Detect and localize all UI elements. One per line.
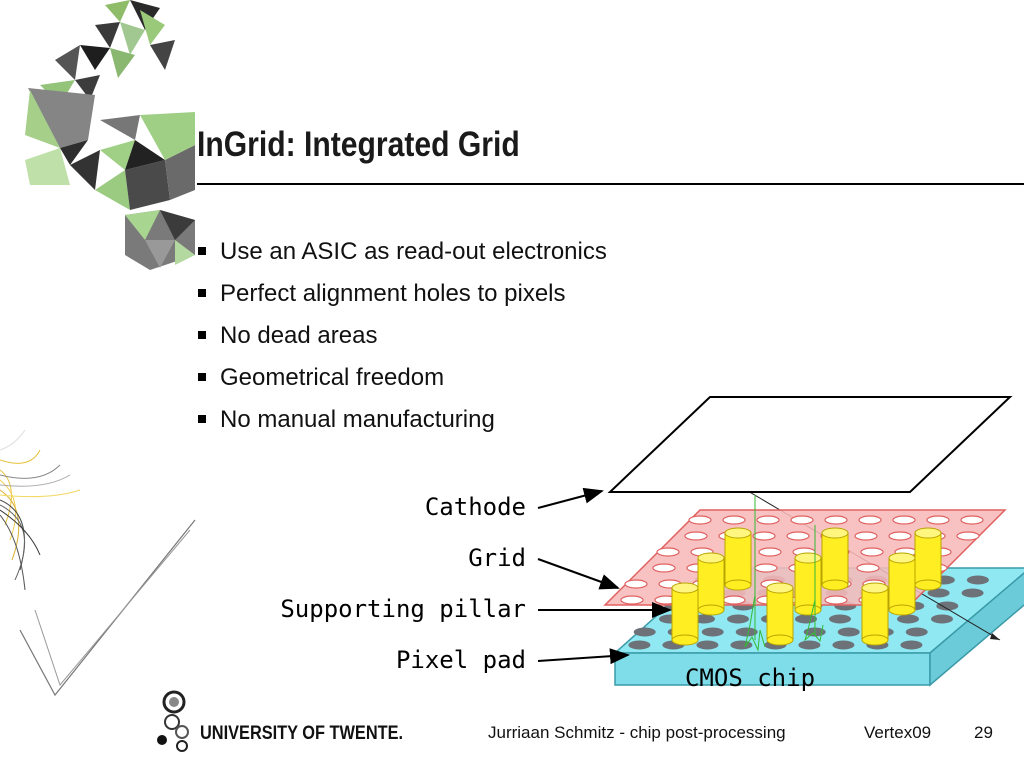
pillar xyxy=(724,527,752,591)
grid-hole xyxy=(926,515,950,525)
bullet-item: No dead areas xyxy=(198,320,607,362)
pixel-pad xyxy=(829,614,851,624)
bullet-text: Use an ASIC as read-out electronics xyxy=(220,238,607,265)
slide-title: InGrid: Integrated Grid xyxy=(197,125,520,164)
pixel-pad xyxy=(798,640,821,650)
grid-hole xyxy=(624,579,648,589)
pillar xyxy=(821,527,849,591)
bullet-square-icon xyxy=(198,414,206,423)
pillar xyxy=(914,527,942,591)
page-number: 29 xyxy=(974,723,993,742)
grid-hole xyxy=(786,531,810,541)
cathode-label: Cathode xyxy=(424,493,526,521)
grid-label: Grid xyxy=(468,544,526,572)
grid-hole xyxy=(888,531,912,541)
grid-hole xyxy=(688,515,712,525)
pixel-pad xyxy=(936,601,959,611)
bullet-square-icon xyxy=(198,288,206,297)
pillar xyxy=(766,582,794,646)
bullet-square-icon xyxy=(198,330,206,339)
pixel-pad xyxy=(900,640,923,650)
decorative-polygon-art xyxy=(25,0,195,270)
bullet-item: Use an ASIC as read-out electronics xyxy=(198,236,607,278)
ingrid-diagram: CMOS chip xyxy=(537,396,1024,692)
pixel-pad xyxy=(633,627,656,637)
grid-hole xyxy=(652,563,676,573)
grid-hole xyxy=(858,515,882,525)
bullet-item: Geometrical freedom xyxy=(198,362,607,404)
university-logo xyxy=(157,690,189,752)
grid-hole xyxy=(754,563,778,573)
pixel-pad-label: Pixel pad xyxy=(395,646,526,674)
pixel-pad xyxy=(696,640,719,650)
pillar xyxy=(697,552,725,616)
pixel-pad xyxy=(966,575,989,585)
pixel-pad xyxy=(905,627,928,637)
decorative-curves xyxy=(0,430,196,697)
pixel-pad xyxy=(837,627,860,637)
pixel-pad xyxy=(897,614,919,624)
grid-hole xyxy=(892,515,916,525)
grid-hole xyxy=(790,515,814,525)
footer-conference: Vertex09 xyxy=(864,723,932,742)
pillar xyxy=(671,582,699,646)
grid-hole xyxy=(656,547,680,557)
bullet-item: Perfect alignment holes to pixels xyxy=(198,278,607,320)
grid-hole xyxy=(620,595,644,605)
grid-hole xyxy=(756,515,780,525)
pillar xyxy=(888,552,916,616)
grid-hole xyxy=(960,515,984,525)
bullet-square-icon xyxy=(198,372,206,381)
pixel-pad xyxy=(961,588,984,598)
grid-hole xyxy=(758,547,782,557)
grid-hole xyxy=(722,515,746,525)
bullet-text: No manual manufacturing xyxy=(220,406,495,433)
footer-text: Jurriaan Schmitz - chip post-processing xyxy=(488,723,786,742)
label-arrows xyxy=(537,487,672,665)
bullet-text: Perfect alignment holes to pixels xyxy=(220,280,566,307)
pillar xyxy=(794,552,822,616)
cmos-chip-label: CMOS chip xyxy=(685,664,815,692)
pillar xyxy=(861,582,889,646)
pixel-pad xyxy=(927,588,950,598)
pixel-pad xyxy=(701,627,724,637)
grid-hole xyxy=(854,531,878,541)
pixel-pad xyxy=(795,614,817,624)
grid-hole xyxy=(722,595,746,605)
grid-hole xyxy=(824,595,848,605)
grid-hole xyxy=(860,547,884,557)
bullet-text: No dead areas xyxy=(220,322,378,349)
bullet-square-icon xyxy=(198,246,206,255)
bullet-list: Use an ASIC as read-out electronics Perf… xyxy=(198,236,607,446)
pillar-label: Supporting pillar xyxy=(280,595,526,623)
pixel-pad xyxy=(727,614,749,624)
pixel-pad xyxy=(735,627,758,637)
pixel-pad xyxy=(628,640,651,650)
electron-avalanche xyxy=(744,495,824,652)
pixel-pad xyxy=(832,640,855,650)
university-name: UNIVERSITY OF TWENTE. xyxy=(200,723,404,744)
pixel-pad xyxy=(730,640,753,650)
pixel-pad xyxy=(931,614,953,624)
grid-hole xyxy=(824,515,848,525)
title-divider xyxy=(197,183,1024,185)
bullet-text: Geometrical freedom xyxy=(220,364,445,391)
grid-hole xyxy=(684,531,708,541)
grid-hole xyxy=(956,531,980,541)
grid-hole xyxy=(752,531,776,541)
grid-hole xyxy=(856,563,880,573)
bullet-item: No manual manufacturing xyxy=(198,404,607,446)
cathode-plane xyxy=(607,396,1013,493)
